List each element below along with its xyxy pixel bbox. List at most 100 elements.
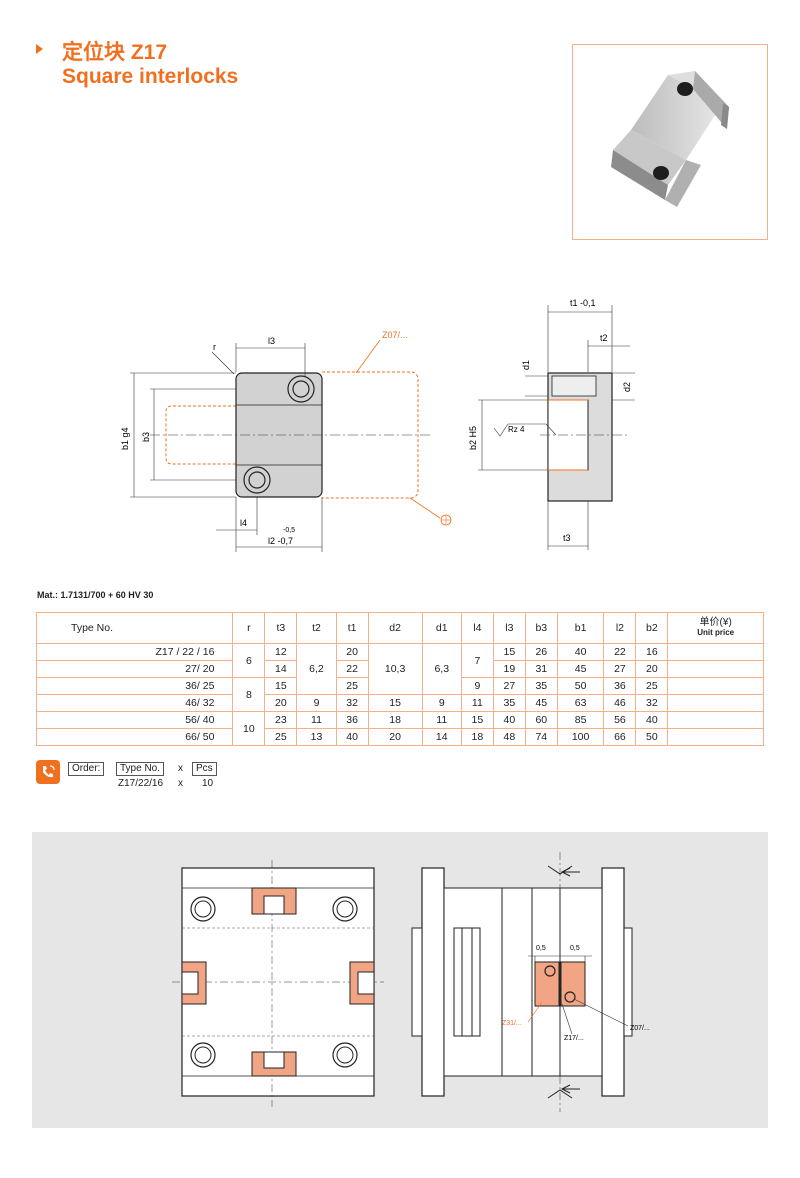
table-row: Z17 / 22 / 16 6 12 6,2 20 10,3 6,3 7 15 … [35,643,764,695]
dim-b3: b3 [141,432,151,442]
cell-r: 8 [232,677,266,712]
cell-b2: 32 [635,694,669,712]
table-row: 66/ 50 25 13 40 20 14 18 48 74 100 66 50 [35,728,764,746]
cell-d1: 6,3 [421,643,462,695]
cell-type: 27/ 20 [35,660,234,678]
cell-price [667,728,764,746]
assembly-label-z07: Z07/... [630,1025,650,1032]
cell-type: 36/ 25 [35,677,234,695]
assembly-label-z17: Z17/... [564,1035,584,1042]
cell-b3: 35 [524,677,558,695]
cell-price [667,643,764,661]
dim-r: r [213,342,216,352]
dim-l2: l2 -0,7 [268,536,293,546]
order-type-label: Type No. [116,762,165,776]
header-price-en: Unit price [697,628,735,637]
cell-l4: 9 [460,677,494,695]
assembly-label-z31: Z31/... [502,1020,522,1027]
header-r: r [232,612,266,644]
cell-t3: 15 [264,677,298,695]
cell-b2: 40 [635,711,669,729]
cell-price [667,711,764,729]
cell-t3: 14 [264,660,298,678]
material-spec: Mat.: 1.7131/700 + 60 HV 30 [37,590,154,600]
cell-l2: 36 [603,677,637,695]
dim-d1: d1 [521,360,531,370]
cell-b1: 85 [556,711,605,729]
header-price: 单价(¥) Unit price [667,612,764,644]
cell-b3: 74 [524,728,558,746]
cell-type: 46/ 32 [35,694,234,712]
cell-price [667,694,764,712]
cell-t1: 22 [335,660,369,678]
order-multiply-1: x [178,763,183,774]
cell-b2: 16 [635,643,669,661]
dim-d2: d2 [622,382,632,392]
dim-t1: t1 -0,1 [570,298,596,308]
header-d2: d2 [367,612,423,644]
table-row: 56/ 40 10 23 11 36 18 11 15 40 60 85 56 … [35,711,764,746]
cell-b2: 50 [635,728,669,746]
dim-z07: Z07/... [382,330,408,340]
product-photo-frame [572,44,768,240]
assembly-panel: 0,5 0,5 Z31/... Z17/... Z07/... [32,832,768,1128]
cell-l3: 19 [492,660,526,678]
cell-d1: 11 [421,711,462,729]
cell-t2: 11 [296,711,337,729]
cell-type: Z17 / 22 / 16 [35,643,234,661]
table-header-row: Type No. r t3 t2 t1 d2 d1 l4 l3 b3 b1 l2… [35,612,764,644]
cell-l4: 15 [460,711,494,729]
assembly-dim-1: 0,5 [536,945,546,952]
dim-l3: l3 [268,336,275,346]
cell-t3: 23 [264,711,298,729]
cell-t1: 25 [335,677,369,695]
order-multiply-2: x [178,778,183,789]
header-type: Type No. [35,612,234,644]
header-price-cn: 单价(¥) [699,617,732,628]
cell-l2: 27 [603,660,637,678]
dim-rz: Rz 4 [508,425,525,434]
cell-b1: 63 [556,694,605,712]
order-pcs-value: 10 [202,778,214,789]
cell-price [667,677,764,695]
dim-l2-tol: -0,5 [283,527,295,534]
cell-l2: 66 [603,728,637,746]
header-t1: t1 [335,612,369,644]
cell-t2: 13 [296,728,337,746]
cell-l4: 7 [460,643,494,678]
cell-price [667,660,764,678]
cell-t2: 6,2 [296,643,337,695]
cell-t3: 12 [264,643,298,661]
table-row: 36/ 25 8 15 25 9 27 35 50 36 25 [35,677,764,712]
phone-order-icon [36,760,60,784]
header-b1: b1 [556,612,605,644]
cell-d1: 14 [421,728,462,746]
header-t2: t2 [296,612,337,644]
cell-l3: 40 [492,711,526,729]
dim-b2: b2 H5 [468,426,478,450]
header-b3: b3 [524,612,558,644]
cell-r: 6 [232,643,266,678]
product-photo [611,71,729,207]
cell-l2: 46 [603,694,637,712]
dim-l4: l4 [240,518,247,528]
page-title-en: Square interlocks [62,65,239,88]
cell-l2: 56 [603,711,637,729]
cell-d2: 10,3 [367,643,423,695]
cell-b1: 40 [556,643,605,661]
cell-type: 56/ 40 [35,711,234,729]
cell-b1: 45 [556,660,605,678]
table-row: 46/ 32 20 9 32 15 9 11 35 45 63 46 32 [35,694,764,712]
header-l4: l4 [460,612,494,644]
cell-b3: 31 [524,660,558,678]
cell-b2: 20 [635,660,669,678]
header-l2: l2 [603,612,637,644]
cell-l4: 11 [460,694,494,712]
cell-l4: 18 [460,728,494,746]
assembly-drawing: 0,5 0,5 Z31/... Z17/... Z07/... [172,852,650,1112]
header-t3: t3 [264,612,298,644]
order-type-value: Z17/22/16 [118,778,164,789]
dim-t3: t3 [563,533,571,543]
cell-b1: 100 [556,728,605,746]
header-l3: l3 [492,612,526,644]
